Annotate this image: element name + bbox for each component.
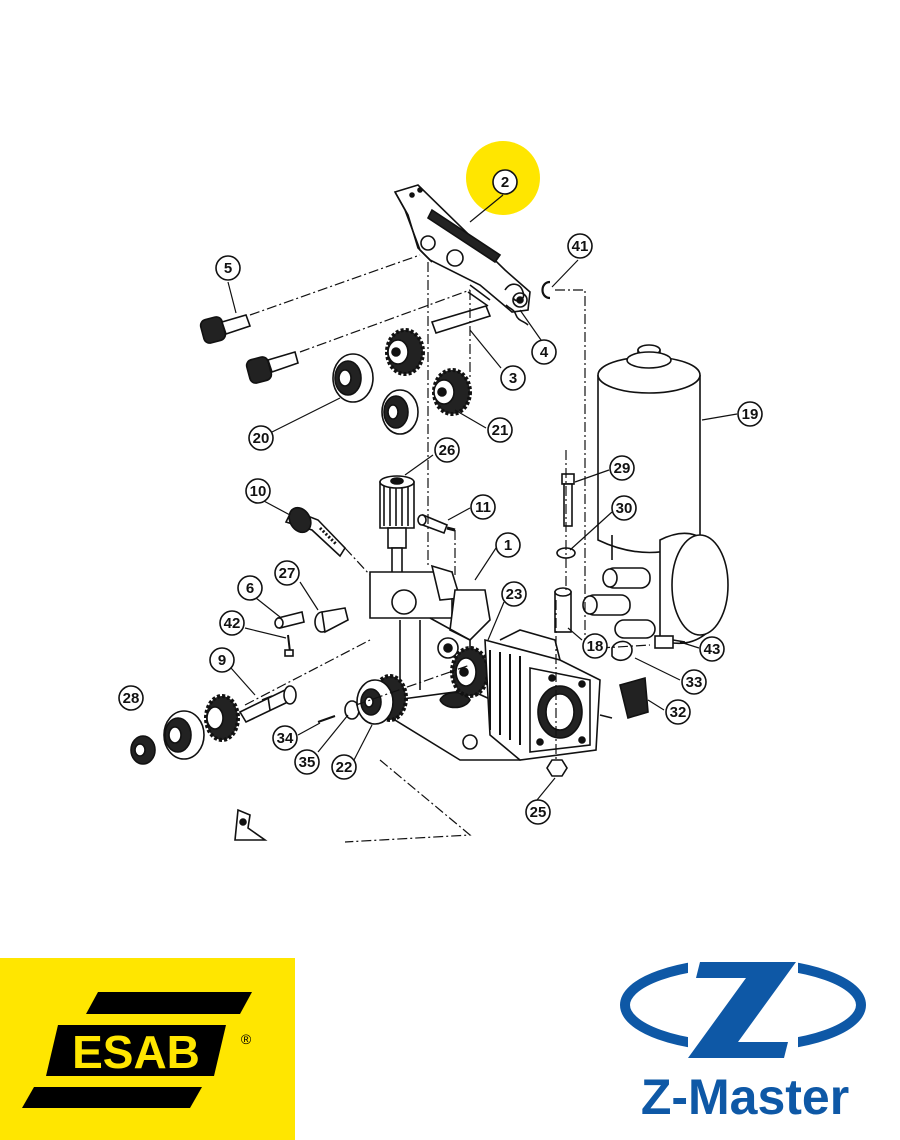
callout-27: 27: [274, 560, 300, 586]
svg-text:34: 34: [277, 730, 294, 747]
part-29-bolt: [561, 473, 575, 527]
svg-text:1: 1: [504, 537, 512, 554]
part-18-sleeve: [554, 587, 572, 633]
esab-logo: ESAB ®: [0, 958, 295, 1140]
part-25-nut: [546, 759, 568, 777]
part-11-pin: [417, 513, 456, 535]
svg-text:23: 23: [506, 586, 523, 603]
svg-text:19: 19: [742, 406, 759, 423]
svg-text:22: 22: [336, 759, 353, 776]
callout-33: 33: [681, 669, 707, 695]
svg-text:4: 4: [540, 344, 549, 361]
callout-22: 22: [331, 754, 357, 780]
callout-35: 35: [294, 749, 320, 775]
callout-11: 11: [470, 494, 496, 520]
svg-text:29: 29: [614, 460, 631, 477]
part-21-gear: [432, 368, 472, 416]
part-gear-upper: [385, 328, 425, 376]
callout-23: 23: [501, 581, 527, 607]
svg-text:5: 5: [224, 260, 232, 277]
callout-10: 10: [245, 478, 271, 504]
part-42-screw: [284, 634, 294, 657]
part-23-drive-gear: [450, 646, 490, 698]
alignment-lines: [244, 254, 651, 843]
svg-text:26: 26: [439, 442, 456, 459]
callout-28: 28: [118, 685, 144, 711]
part-43-screw: [654, 635, 686, 649]
callout-30: 30: [611, 495, 637, 521]
callout-43: 43: [699, 636, 725, 662]
callout-20: 20: [248, 425, 274, 451]
callout-6: 6: [237, 575, 263, 601]
callout-5: 5: [215, 255, 241, 281]
callout-3: 3: [500, 365, 526, 391]
svg-text:ESAB: ESAB: [72, 1026, 200, 1078]
part-9-shaft: [238, 685, 297, 724]
callout-21: 21: [487, 417, 513, 443]
part-bracket-partial: [234, 808, 268, 841]
svg-text:20: 20: [253, 430, 270, 447]
svg-text:3: 3: [509, 370, 517, 387]
svg-text:35: 35: [299, 754, 316, 771]
callout-9: 9: [209, 647, 235, 673]
svg-text:33: 33: [686, 674, 703, 691]
part-41-circlip: [541, 280, 551, 300]
leader-lines: [227, 194, 738, 801]
callout-25: 25: [525, 799, 551, 825]
callout-18: 18: [582, 633, 608, 659]
part-screw-2: [245, 351, 299, 384]
svg-text:9: 9: [218, 652, 226, 669]
part-27-bushing: [314, 607, 349, 634]
callout-19: 19: [737, 401, 763, 427]
callout-1: 1: [495, 532, 521, 558]
svg-text:10: 10: [250, 483, 267, 500]
callout-4: 4: [531, 339, 557, 365]
part-4-spring: [505, 304, 529, 326]
callout-41: 41: [567, 233, 593, 259]
svg-text:11: 11: [475, 499, 491, 516]
callout-26: 26: [434, 437, 460, 463]
callout-29: 29: [609, 455, 635, 481]
svg-text:28: 28: [123, 690, 140, 707]
svg-text:25: 25: [530, 804, 547, 821]
part-20-feed-roller: [332, 353, 419, 435]
part-1-main-frame: [369, 564, 491, 700]
exploded-parts-diagram: 2 41 5 4 3 19 21 20 26 29 10 11 30 1 27: [118, 141, 763, 843]
esab-logo-mark: ESAB ®: [22, 992, 252, 1108]
zmaster-wordmark: Z-Master: [640, 1069, 850, 1125]
part-5-knob-screw: [199, 314, 252, 344]
callout-34: 34: [272, 725, 298, 751]
part-28-roller-assembly: [130, 694, 240, 765]
svg-text:2: 2: [501, 174, 509, 191]
part-10-shaft: [284, 506, 347, 558]
svg-text:21: 21: [492, 422, 509, 439]
svg-text:18: 18: [587, 638, 604, 655]
part-19-motor: [582, 344, 729, 645]
callout-2: 2: [492, 169, 518, 195]
callout-32: 32: [665, 699, 691, 725]
part-33-clip: [611, 640, 633, 662]
part-32-bracket: [599, 676, 649, 720]
callout-42: 42: [219, 610, 245, 636]
svg-text:42: 42: [224, 615, 241, 632]
svg-text:27: 27: [279, 565, 296, 582]
svg-text:32: 32: [670, 704, 687, 721]
svg-text:6: 6: [246, 580, 254, 597]
part-3-pin: [430, 305, 492, 334]
part-22-gear-roller: [356, 674, 408, 725]
svg-text:41: 41: [572, 238, 589, 255]
part-26-tension-knob: [379, 475, 415, 574]
zmaster-logo-mark: [620, 950, 866, 1065]
part-34-screw: [317, 715, 336, 723]
svg-text:30: 30: [616, 500, 633, 517]
svg-text:43: 43: [704, 641, 721, 658]
svg-text:®: ®: [241, 1031, 252, 1047]
part-2-lever-arm: [393, 184, 531, 313]
part-6-pin: [274, 611, 305, 629]
part-gear-housing: [484, 629, 601, 761]
